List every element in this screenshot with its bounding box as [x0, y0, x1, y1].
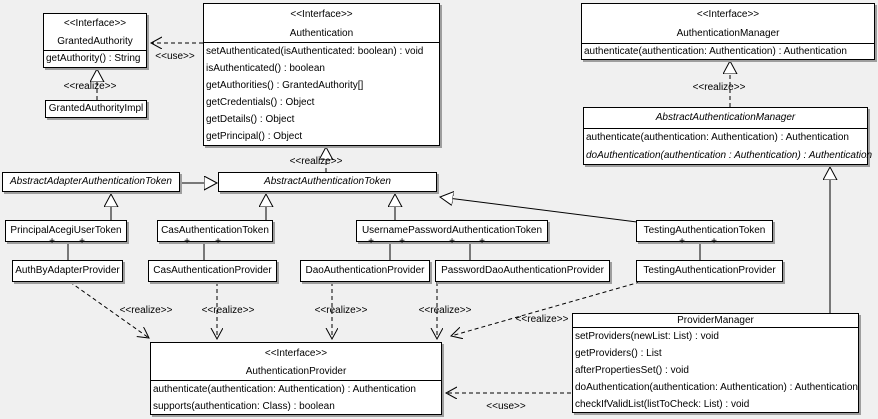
class-testing-authentication-provider[interactable]: TestingAuthenticationProvider [636, 260, 783, 282]
realize-label: <<realize>> [418, 305, 472, 316]
method: getAuthority() : String [46, 53, 141, 64]
realize-label: <<realize>> [515, 314, 569, 325]
class-name: PrincipalAcegiUserToken [10, 225, 122, 236]
class-testing-authentication-token[interactable]: TestingAuthenticationToken [636, 220, 773, 242]
class-name: AbstractAdapterAuthenticationToken [10, 176, 172, 187]
method: authenticate(authentication: Authenticat… [584, 46, 847, 57]
class-auth-by-adapter-provider[interactable]: AuthByAdapterProvider [12, 260, 123, 282]
realize-label: <<realize>> [314, 305, 368, 316]
association-end-label: + [215, 236, 221, 247]
association-end-label: + [679, 236, 685, 247]
method: setAuthenticated(isAuthenticated: boolea… [206, 46, 424, 57]
class-name: PasswordDaoAuthenticationProvider [441, 265, 604, 276]
method: isAuthenticated() : boolean [206, 63, 325, 74]
class-authentication-provider[interactable]: <<Interface>> AuthenticationProvider aut… [150, 342, 442, 415]
class-name: CasAuthenticationProvider [153, 265, 272, 276]
class-dao-authentication-provider[interactable]: DaoAuthenticationProvider [300, 260, 430, 282]
stereotype: <<Interface>> [290, 9, 353, 20]
class-name: TestingAuthenticationProvider [643, 265, 776, 276]
method: getDetails() : Object [206, 114, 295, 125]
class-granted-authority[interactable]: <<Interface>> GrantedAuthority getAuthor… [43, 13, 147, 68]
realize-authbyadapter-provider [69, 281, 149, 338]
class-name: DaoAuthenticationProvider [305, 265, 425, 276]
realize-label: <<realize>> [63, 81, 117, 92]
class-name: GrantedAuthorityImpl [48, 103, 144, 114]
method: setProviders(newList: List) : void [575, 331, 719, 342]
method: supports(authentication: Class) : boolea… [153, 401, 335, 412]
method: checkIfValidList(listToCheck: List) : vo… [575, 399, 750, 410]
class-cas-authentication-token[interactable]: CasAuthenticationToken [157, 220, 273, 242]
class-name: AbstractAuthenticationToken [264, 176, 391, 187]
class-name: AbstractAuthenticationManager [655, 112, 796, 123]
class-abstract-adapter-authentication-token[interactable]: AbstractAdapterAuthenticationToken [2, 172, 180, 192]
class-authentication-manager[interactable]: <<Interface>> AuthenticationManager auth… [581, 3, 875, 60]
class-provider-manager[interactable]: ProviderManager setProviders(newList: Li… [572, 313, 859, 413]
class-name: UsernamePasswordAuthenticationToken [361, 225, 543, 236]
class-abstract-authentication-manager[interactable]: AbstractAuthenticationManager authentica… [583, 107, 873, 165]
method: getProviders() : List [575, 348, 662, 359]
class-name: Authentication [289, 28, 354, 39]
class-name: CasAuthenticationToken [161, 225, 269, 236]
association-end-label: + [711, 236, 717, 247]
method: getCredentials() : Object [206, 97, 315, 108]
realize-label: <<realize>> [119, 305, 173, 316]
association-end-label: + [368, 236, 374, 247]
realize-label: <<realize>> [201, 305, 255, 316]
stereotype: <<Interface>> [63, 18, 127, 29]
class-name: AuthByAdapterProvider [15, 265, 120, 276]
class-cas-authentication-provider[interactable]: CasAuthenticationProvider [148, 260, 277, 282]
class-username-password-authentication-token[interactable]: UsernamePasswordAuthenticationToken [356, 220, 548, 242]
class-password-dao-authentication-provider[interactable]: PasswordDaoAuthenticationProvider [435, 260, 610, 282]
association-end-label: + [184, 236, 190, 247]
method: authenticate(authentication: Authenticat… [586, 132, 849, 143]
method: doAuthentication(authentication : Authen… [586, 150, 873, 161]
class-name: GrantedAuthority [57, 36, 133, 47]
class-name: ProviderManager [677, 315, 754, 326]
class-name: TestingAuthenticationToken [643, 225, 766, 236]
association-end-label: + [479, 236, 485, 247]
realize-label: <<realize>> [692, 82, 746, 93]
use-label: <<use>> [155, 51, 195, 62]
realize-label: <<realize>> [289, 156, 343, 167]
class-name: AuthenticationManager [676, 28, 780, 39]
use-label: <<use>> [486, 401, 526, 412]
method: authenticate(authentication: Authenticat… [153, 384, 416, 395]
association-end-label: + [399, 236, 405, 247]
class-principal-acegi-user-token[interactable]: PrincipalAcegiUserToken [5, 220, 127, 242]
class-granted-authority-impl[interactable]: GrantedAuthorityImpl [45, 100, 147, 118]
method: afterPropertiesSet() : void [575, 365, 689, 376]
class-name: AuthenticationProvider [245, 366, 347, 377]
generalization-testing-to-token [440, 197, 638, 223]
method: getPrincipal() : Object [206, 131, 303, 142]
method: getAuthorities() : GrantedAuthority[] [206, 80, 364, 91]
stereotype: <<Interface>> [696, 9, 760, 20]
association-end-label: + [49, 236, 55, 247]
class-authentication[interactable]: <<Interface>> Authentication setAuthenti… [203, 3, 440, 146]
realize-testing-provider [451, 281, 641, 336]
stereotype: <<Interface>> [264, 348, 328, 359]
association-end-label: + [79, 236, 85, 247]
method: doAuthentication(authentication: Authent… [575, 382, 858, 393]
association-end-label: + [449, 236, 455, 247]
class-abstract-authentication-token[interactable]: AbstractAuthenticationToken [218, 172, 437, 192]
